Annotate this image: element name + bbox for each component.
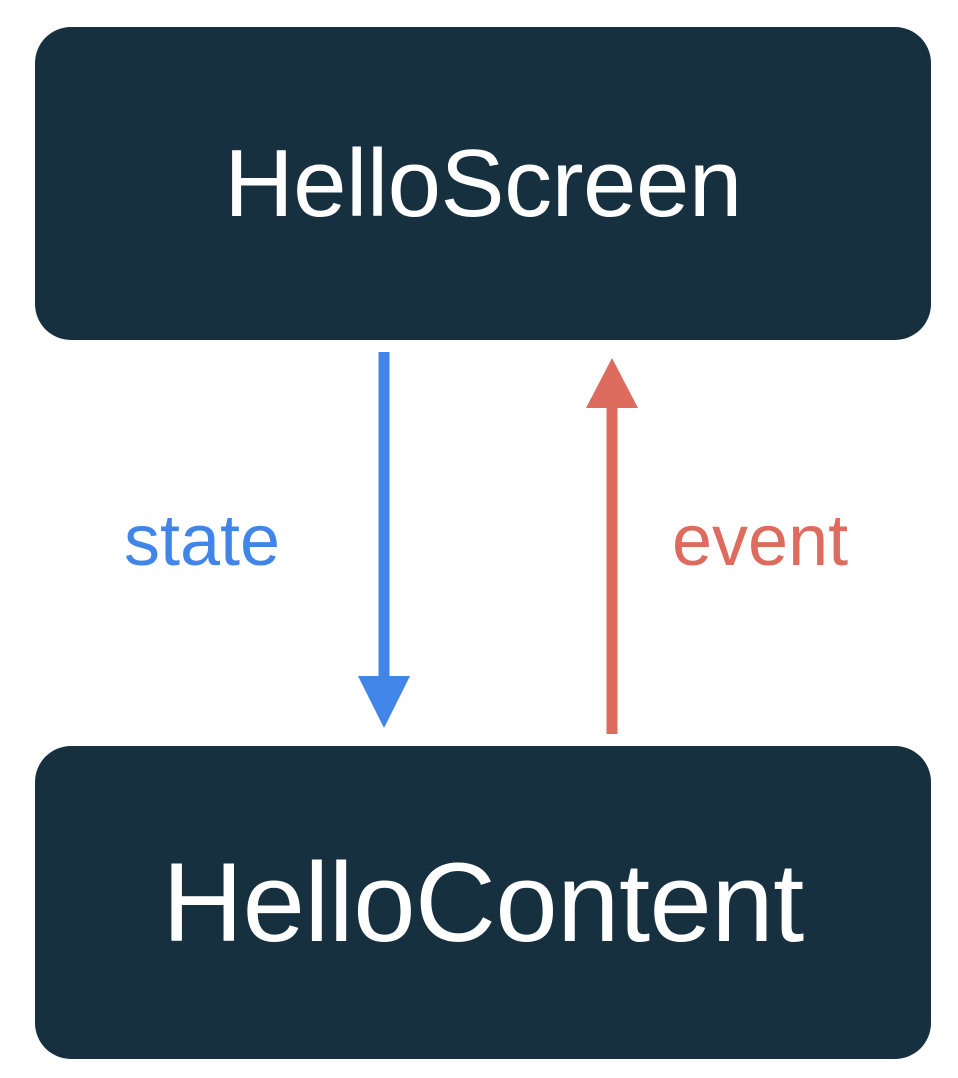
- arrow-state-head: [358, 676, 410, 728]
- edge-label-state: state: [124, 501, 281, 581]
- node-hello-screen[interactable]: HelloScreen: [35, 27, 931, 340]
- node-hello-content[interactable]: HelloContent: [35, 746, 931, 1059]
- node-hello-content-label: HelloContent: [162, 839, 804, 965]
- arrow-event-up: [586, 358, 638, 734]
- arrow-event-head: [586, 358, 638, 408]
- arrow-state-down: [358, 352, 410, 728]
- node-hello-screen-label: HelloScreen: [224, 129, 742, 237]
- edge-label-event: event: [672, 501, 849, 581]
